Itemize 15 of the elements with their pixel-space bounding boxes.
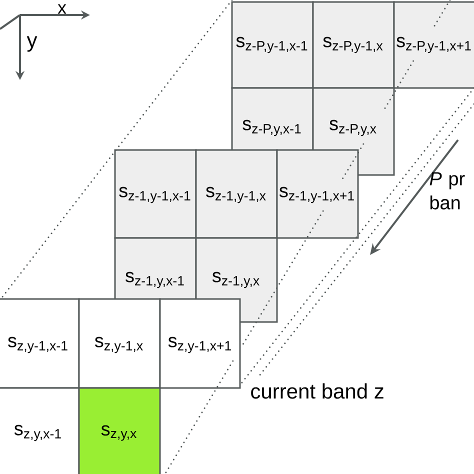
axis-label: y (26, 36, 38, 52)
grid-cell: s$_{z-P,y-1,x}$ (312, 1, 395, 89)
annotation-text: current band z (251, 383, 384, 399)
grid-cell: s$_{z,y,x}$ (78, 387, 161, 474)
grid-cell: s$_{z,y-1,x-1}$ (0, 298, 80, 389)
axis-label: x (58, 4, 66, 14)
grid-cell: s$_{z-1,y-1,x}$ (195, 149, 278, 239)
grid-cell: s$_{z,y-1,x}$ (78, 298, 161, 389)
grid-cell: s$_{z-P,y-1,x-1}$ (231, 1, 314, 89)
grid-cell: s$_{z-1,y-1,x-1}$ (114, 149, 197, 239)
grid-cell: s$_{z-1,y-1,x+1}$ (276, 149, 359, 239)
annotation-text: P pr ban (430, 172, 465, 210)
grid-cell: s$_{z,y-1,x+1}$ (159, 298, 241, 389)
grid-cell: s$_{z,y,x-1}$ (0, 387, 80, 474)
grid-cell: s$_{z-P,y-1,x+1}$ (393, 1, 474, 89)
